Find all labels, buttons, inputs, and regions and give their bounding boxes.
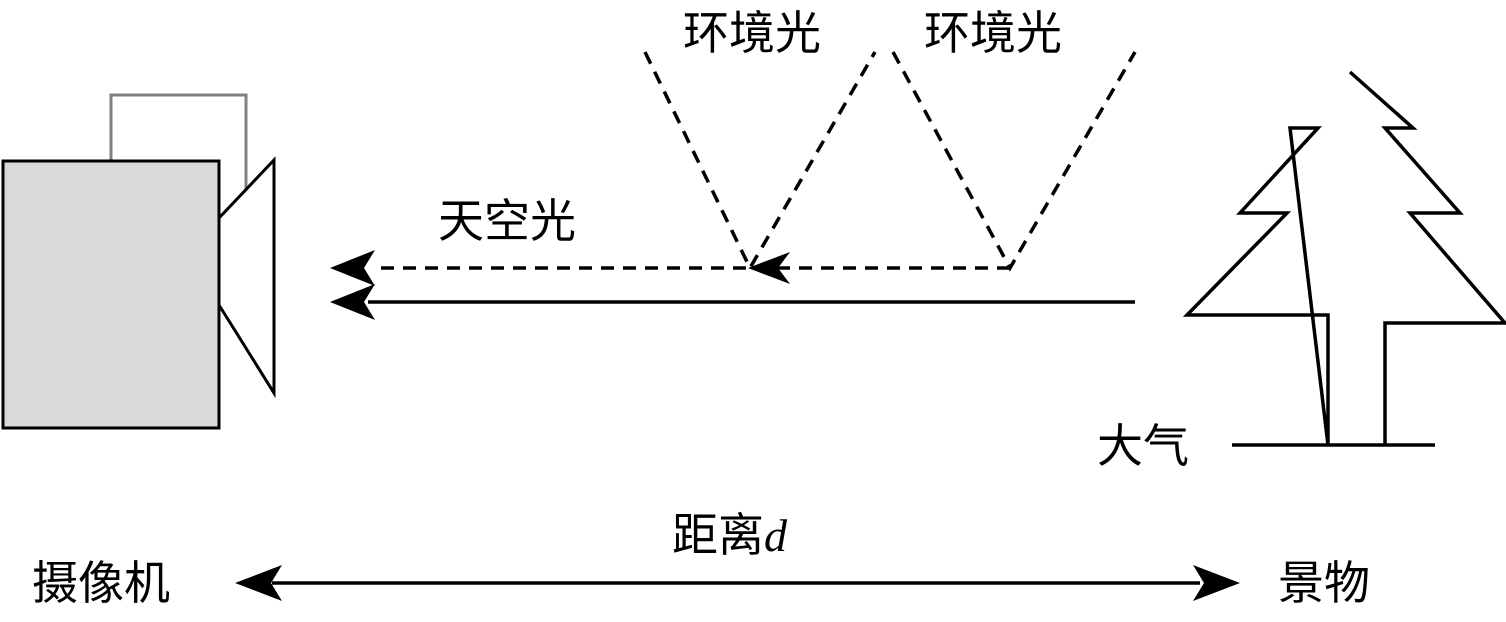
direct-light-arrowhead bbox=[330, 284, 375, 320]
distance-arrowhead-right bbox=[1193, 565, 1240, 601]
camera-handle bbox=[109, 93, 248, 190]
tree-icon bbox=[1182, 70, 1506, 447]
tree-outline bbox=[1182, 70, 1506, 446]
camera-body bbox=[1, 159, 221, 430]
scene-label: 景物 bbox=[1278, 556, 1370, 610]
distance-text: 距离 bbox=[672, 508, 764, 562]
sky-light-arrowhead-mid bbox=[748, 252, 790, 284]
ambient-light-label-1: 环境光 bbox=[683, 6, 821, 60]
distance-arrowhead-left bbox=[235, 565, 282, 601]
sky-light-label: 天空光 bbox=[438, 194, 576, 248]
camera-label: 摄像机 bbox=[32, 556, 170, 610]
sky-light-arrowhead-end bbox=[330, 250, 375, 286]
atmosphere-label: 大气 bbox=[1097, 419, 1189, 473]
distance-label: 距离d bbox=[672, 512, 787, 559]
ambient-light-ray-2 bbox=[891, 51, 1137, 272]
ambient-light-ray-1 bbox=[643, 51, 877, 272]
video-camera-icon bbox=[1, 93, 276, 430]
ambient-light-label-2: 环境光 bbox=[924, 6, 1062, 60]
distance-symbol: d bbox=[764, 510, 787, 561]
camera-lens bbox=[217, 156, 276, 399]
